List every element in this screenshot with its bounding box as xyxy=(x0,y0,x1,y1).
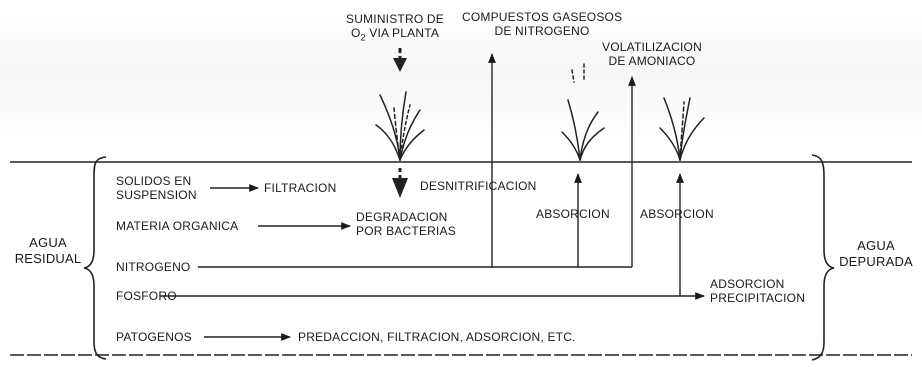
ammonia-volatilization-label: VOLATILIZACION DE AMONIACO xyxy=(590,40,714,68)
plant-icon-1 xyxy=(375,91,425,161)
treated-water-label: AGUA DEPURADA xyxy=(834,238,918,270)
treated-water-line2: DEPURADA xyxy=(839,254,913,269)
pathogen-removal-label: PREDACCION, FILTRACION, ADSORCION, ETC. xyxy=(298,330,576,344)
background-shading xyxy=(0,18,922,138)
precipitation-line: PRECIPITACION xyxy=(710,291,806,305)
treated-water-line1: AGUA xyxy=(857,238,895,253)
left-brace xyxy=(83,156,107,360)
o2-subscript: 2 xyxy=(360,32,366,43)
oxygen-supply-label: SUMINISTRO DE O2 VIA PLANTA xyxy=(335,12,455,44)
bacterial-degradation-line1: DEGRADACION xyxy=(356,210,448,224)
absorption-label-2: ABSORCION xyxy=(640,207,714,221)
ammonia-volatilization-line1: VOLATILIZACION xyxy=(602,40,702,54)
organic-matter-label: MATERIA ORGANICA xyxy=(116,219,239,233)
suspended-solids-label: SOLIDOS EN SUSPENSION xyxy=(116,174,197,202)
bacterial-degradation-label: DEGRADACION POR BACTERIAS xyxy=(356,210,456,238)
wastewater-line1: AGUA xyxy=(29,235,67,250)
o2-via-plant: VIA PLANTA xyxy=(365,26,440,40)
phosphorus-label: FOSFORO xyxy=(116,289,177,303)
denitrification-label: DESNITRIFICACION xyxy=(420,179,537,193)
plant-icon-3 xyxy=(659,97,705,161)
wastewater-label: AGUA RESIDUAL xyxy=(8,235,88,267)
suspended-solids-line1: SOLIDOS EN xyxy=(116,174,192,188)
o2-symbol: O xyxy=(350,26,361,40)
nitrogen-label: NITROGENO xyxy=(116,260,191,274)
ammonia-volatilization-line2: DE AMONIACO xyxy=(608,54,696,68)
adsorption-line: ADSORCION xyxy=(710,277,785,291)
filtration-label: FILTRACION xyxy=(264,181,337,195)
gaseous-nitrogen-label: COMPUESTOS GASEOSOS DE NITROGENO xyxy=(462,10,622,38)
wastewater-line2: RESIDUAL xyxy=(14,251,82,266)
bacterial-degradation-line2: POR BACTERIAS xyxy=(356,224,456,238)
right-brace xyxy=(811,154,835,361)
oxygen-supply-arrow xyxy=(392,48,408,198)
oxygen-supply-line2: O2 VIA PLANTA xyxy=(335,26,455,44)
absorption-label-1: ABSORCION xyxy=(536,207,610,221)
gaseous-nitrogen-line1: COMPUESTOS GASEOSOS xyxy=(462,10,623,24)
plant-icon-2 xyxy=(561,63,605,161)
gaseous-nitrogen-line2: DE NITROGENO xyxy=(494,24,590,38)
suspended-solids-line2: SUSPENSION xyxy=(116,188,197,202)
adsorption-precipitation-label: ADSORCION PRECIPITACION xyxy=(710,277,805,305)
oxygen-supply-line1: SUMINISTRO DE xyxy=(346,12,444,26)
pathogens-label: PATOGENOS xyxy=(116,330,192,344)
